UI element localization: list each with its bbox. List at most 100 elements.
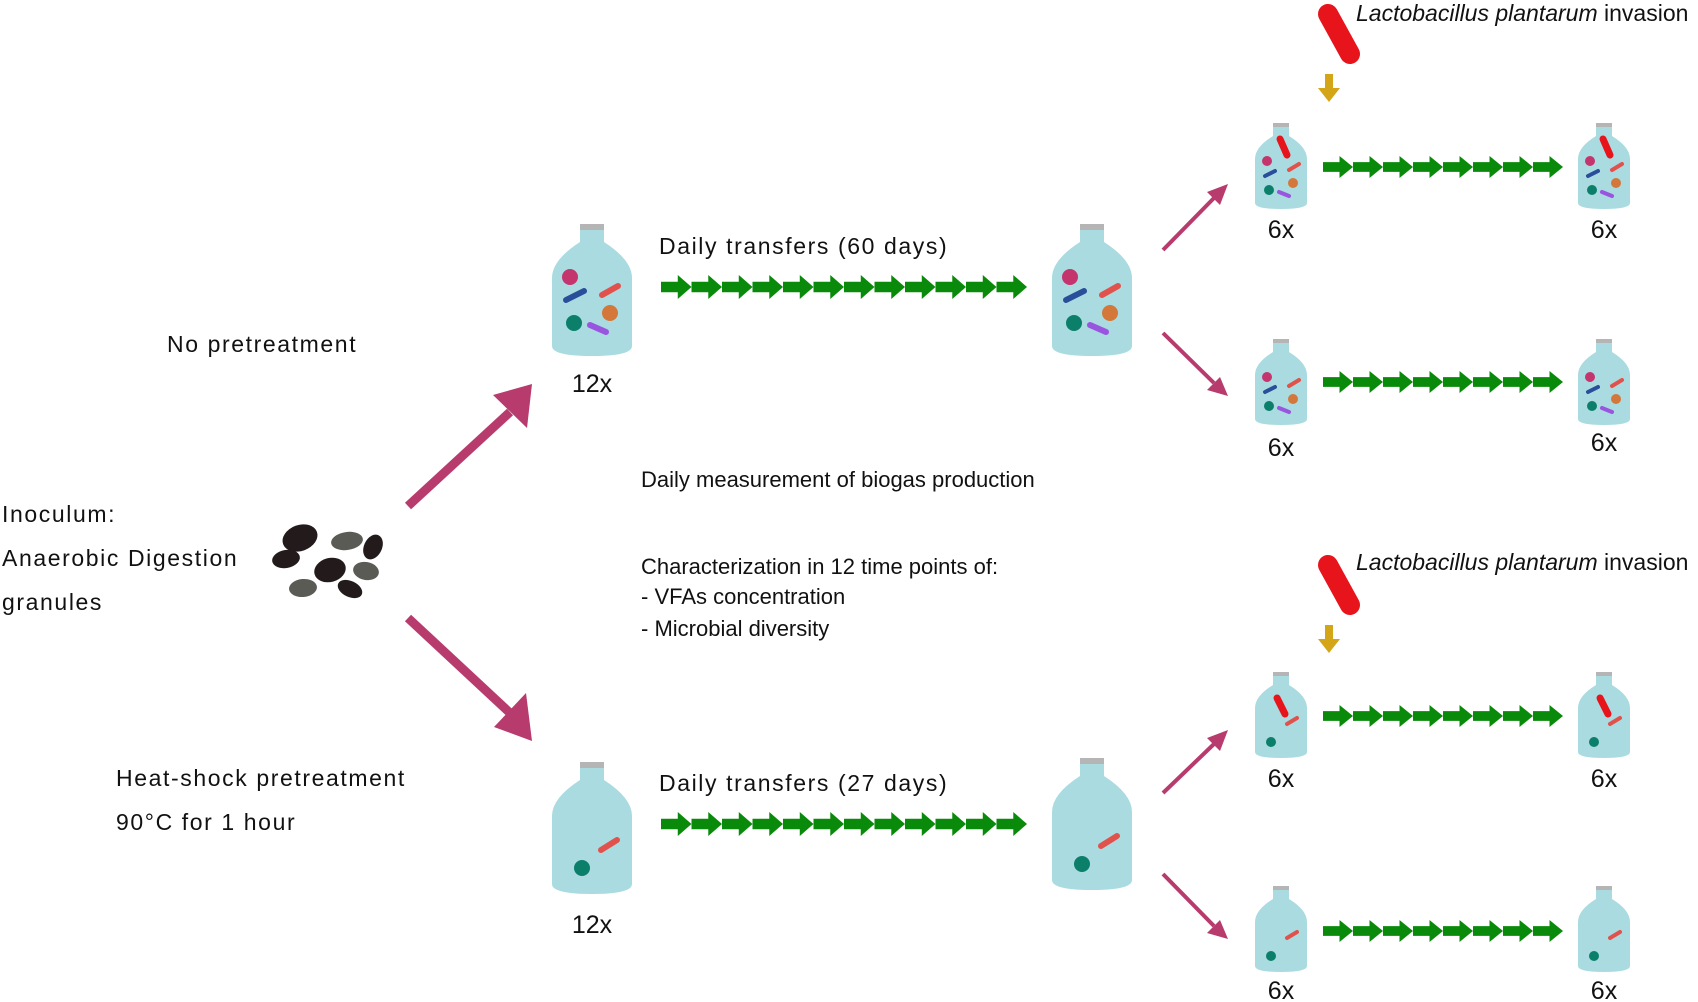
inoculum-label: Inoculum: Anaerobic Digestion granules: [2, 501, 238, 615]
transfer-arrow-chevron: [1413, 371, 1443, 393]
invasion-species-bottom: Lactobacillus plantarum: [1356, 549, 1598, 575]
count-top-upper-end: 6x: [1591, 216, 1618, 244]
transfer-arrows-bottom: [661, 812, 1027, 836]
invasion-word-top: invasion: [1598, 0, 1689, 26]
transfer-arrow-chevron: [996, 812, 1027, 836]
transfer-arrows-top-lower: [1323, 371, 1563, 393]
transfer-arrow-chevron: [1443, 705, 1473, 727]
bottle-heat-control-start: [1255, 886, 1307, 972]
transfer-arrow-chevron: [1473, 371, 1503, 393]
invasion-arrow-top: [1318, 74, 1340, 102]
transfer-arrow-chevron: [813, 812, 844, 836]
transfer-arrow-chevron: [1443, 156, 1473, 178]
transfer-arrow-chevron: [691, 275, 722, 299]
characterization-title: Characterization in 12 time points of:: [641, 554, 998, 579]
count-bottom-lower-end: 6x: [1591, 977, 1618, 1002]
transfer-arrow-chevron: [661, 275, 692, 299]
transfer-arrow-chevron: [1473, 920, 1503, 942]
invasion-species-top: Lactobacillus plantarum: [1356, 0, 1598, 26]
bottle-untreated-control-start: [1255, 339, 1307, 425]
transfer-arrow-chevron: [813, 275, 844, 299]
transfer-arrow-chevron: [1473, 156, 1503, 178]
bottle-heat-invaded-start: [1255, 672, 1307, 758]
characterization-item-vfa: - VFAs concentration: [641, 584, 845, 609]
count-initial-bottom: 12x: [572, 911, 613, 939]
bottle-untreated-invaded-start: [1255, 123, 1307, 209]
transfer-arrow-chevron: [1413, 920, 1443, 942]
transfer-arrows-top: [661, 275, 1027, 299]
transfer-arrow-chevron: [752, 812, 783, 836]
transfer-arrow-chevron: [996, 275, 1027, 299]
bottle-untreated-invaded-end: [1578, 123, 1630, 209]
transfer-arrow-chevron: [783, 812, 814, 836]
transfer-arrow-chevron: [1353, 371, 1383, 393]
no-pretreatment-label: No pretreatment: [167, 331, 357, 357]
transfer-arrow-chevron: [1503, 371, 1533, 393]
transfer-arrow-chevron: [661, 812, 692, 836]
transfer-arrow-chevron: [935, 812, 966, 836]
transfer-arrow-chevron: [966, 812, 997, 836]
transfer-arrow-chevron: [1503, 705, 1533, 727]
bottle-initial-heat: [552, 762, 632, 894]
transfer-arrows-bottom-lower: [1323, 920, 1563, 942]
transfer-label-top: Daily transfers (60 days): [659, 233, 948, 259]
transfer-arrow-chevron: [1383, 371, 1413, 393]
transfer-label-bottom: Daily transfers (27 days): [659, 770, 948, 796]
bottle-initial-untreated: [552, 224, 632, 356]
transfer-arrows-top-upper: [1323, 156, 1563, 178]
transfer-arrow-chevron: [691, 812, 722, 836]
heat-shock-label: Heat-shock pretreatment: [116, 765, 406, 791]
bottle-heat-control-end: [1578, 886, 1630, 972]
split-arrow-top-upper: [1161, 184, 1228, 252]
transfer-arrows-bottom-upper: [1323, 705, 1563, 727]
count-initial-top: 12x: [572, 370, 613, 398]
transfer-arrow-chevron: [1323, 156, 1353, 178]
transfer-arrow-chevron: [1533, 156, 1563, 178]
split-arrow-bottom-upper: [1161, 730, 1228, 795]
transfer-arrow-chevron: [1443, 371, 1473, 393]
transfer-arrow-chevron: [935, 275, 966, 299]
bottle-heat-invaded-end: [1578, 672, 1630, 758]
transfer-arrow-chevron: [844, 275, 875, 299]
transfer-arrow-chevron: [783, 275, 814, 299]
inoculum-line-1: Inoculum:: [2, 501, 116, 527]
inoculum-line-3: granules: [2, 589, 103, 615]
count-bottom-upper-end: 6x: [1591, 765, 1618, 793]
count-top-lower-end: 6x: [1591, 429, 1618, 457]
transfer-arrow-chevron: [722, 812, 753, 836]
transfer-arrow-chevron: [1533, 920, 1563, 942]
branch-arrow-down: [404, 614, 532, 741]
transfer-arrow-chevron: [1383, 156, 1413, 178]
lactobacillus-icon-top: [1328, 14, 1350, 54]
invasion-label-top: Lactobacillus plantarum invasion: [1356, 0, 1688, 26]
transfer-arrow-chevron: [966, 275, 997, 299]
transfer-arrow-chevron: [1323, 705, 1353, 727]
transfer-arrow-chevron: [905, 812, 936, 836]
count-bottom-lower-start: 6x: [1268, 977, 1295, 1002]
transfer-arrow-chevron: [1413, 705, 1443, 727]
invasion-label-bottom: Lactobacillus plantarum invasion: [1356, 549, 1688, 575]
transfer-arrow-chevron: [1383, 705, 1413, 727]
count-bottom-upper-start: 6x: [1268, 765, 1295, 793]
transfer-arrow-chevron: [1533, 371, 1563, 393]
transfer-arrow-chevron: [1323, 371, 1353, 393]
transfer-arrow-chevron: [874, 812, 905, 836]
transfer-arrow-chevron: [1413, 156, 1443, 178]
biogas-measurement-text: Daily measurement of biogas production: [641, 467, 1035, 492]
transfer-arrow-chevron: [844, 812, 875, 836]
transfer-arrow-chevron: [722, 275, 753, 299]
split-arrow-top-lower: [1161, 331, 1228, 396]
transfer-arrow-chevron: [1383, 920, 1413, 942]
count-top-upper-start: 6x: [1268, 216, 1295, 244]
lactobacillus-icon-bottom: [1328, 565, 1350, 605]
transfer-arrow-chevron: [1503, 156, 1533, 178]
count-top-lower-start: 6x: [1268, 434, 1295, 462]
transfer-arrow-chevron: [905, 275, 936, 299]
granules-icon: [272, 524, 383, 599]
branch-arrow-up: [404, 384, 532, 510]
invasion-arrow-bottom: [1318, 625, 1340, 653]
inoculum-line-2: Anaerobic Digestion: [2, 545, 238, 571]
bottle-adapted-untreated: [1052, 224, 1132, 356]
transfer-arrow-chevron: [874, 275, 905, 299]
